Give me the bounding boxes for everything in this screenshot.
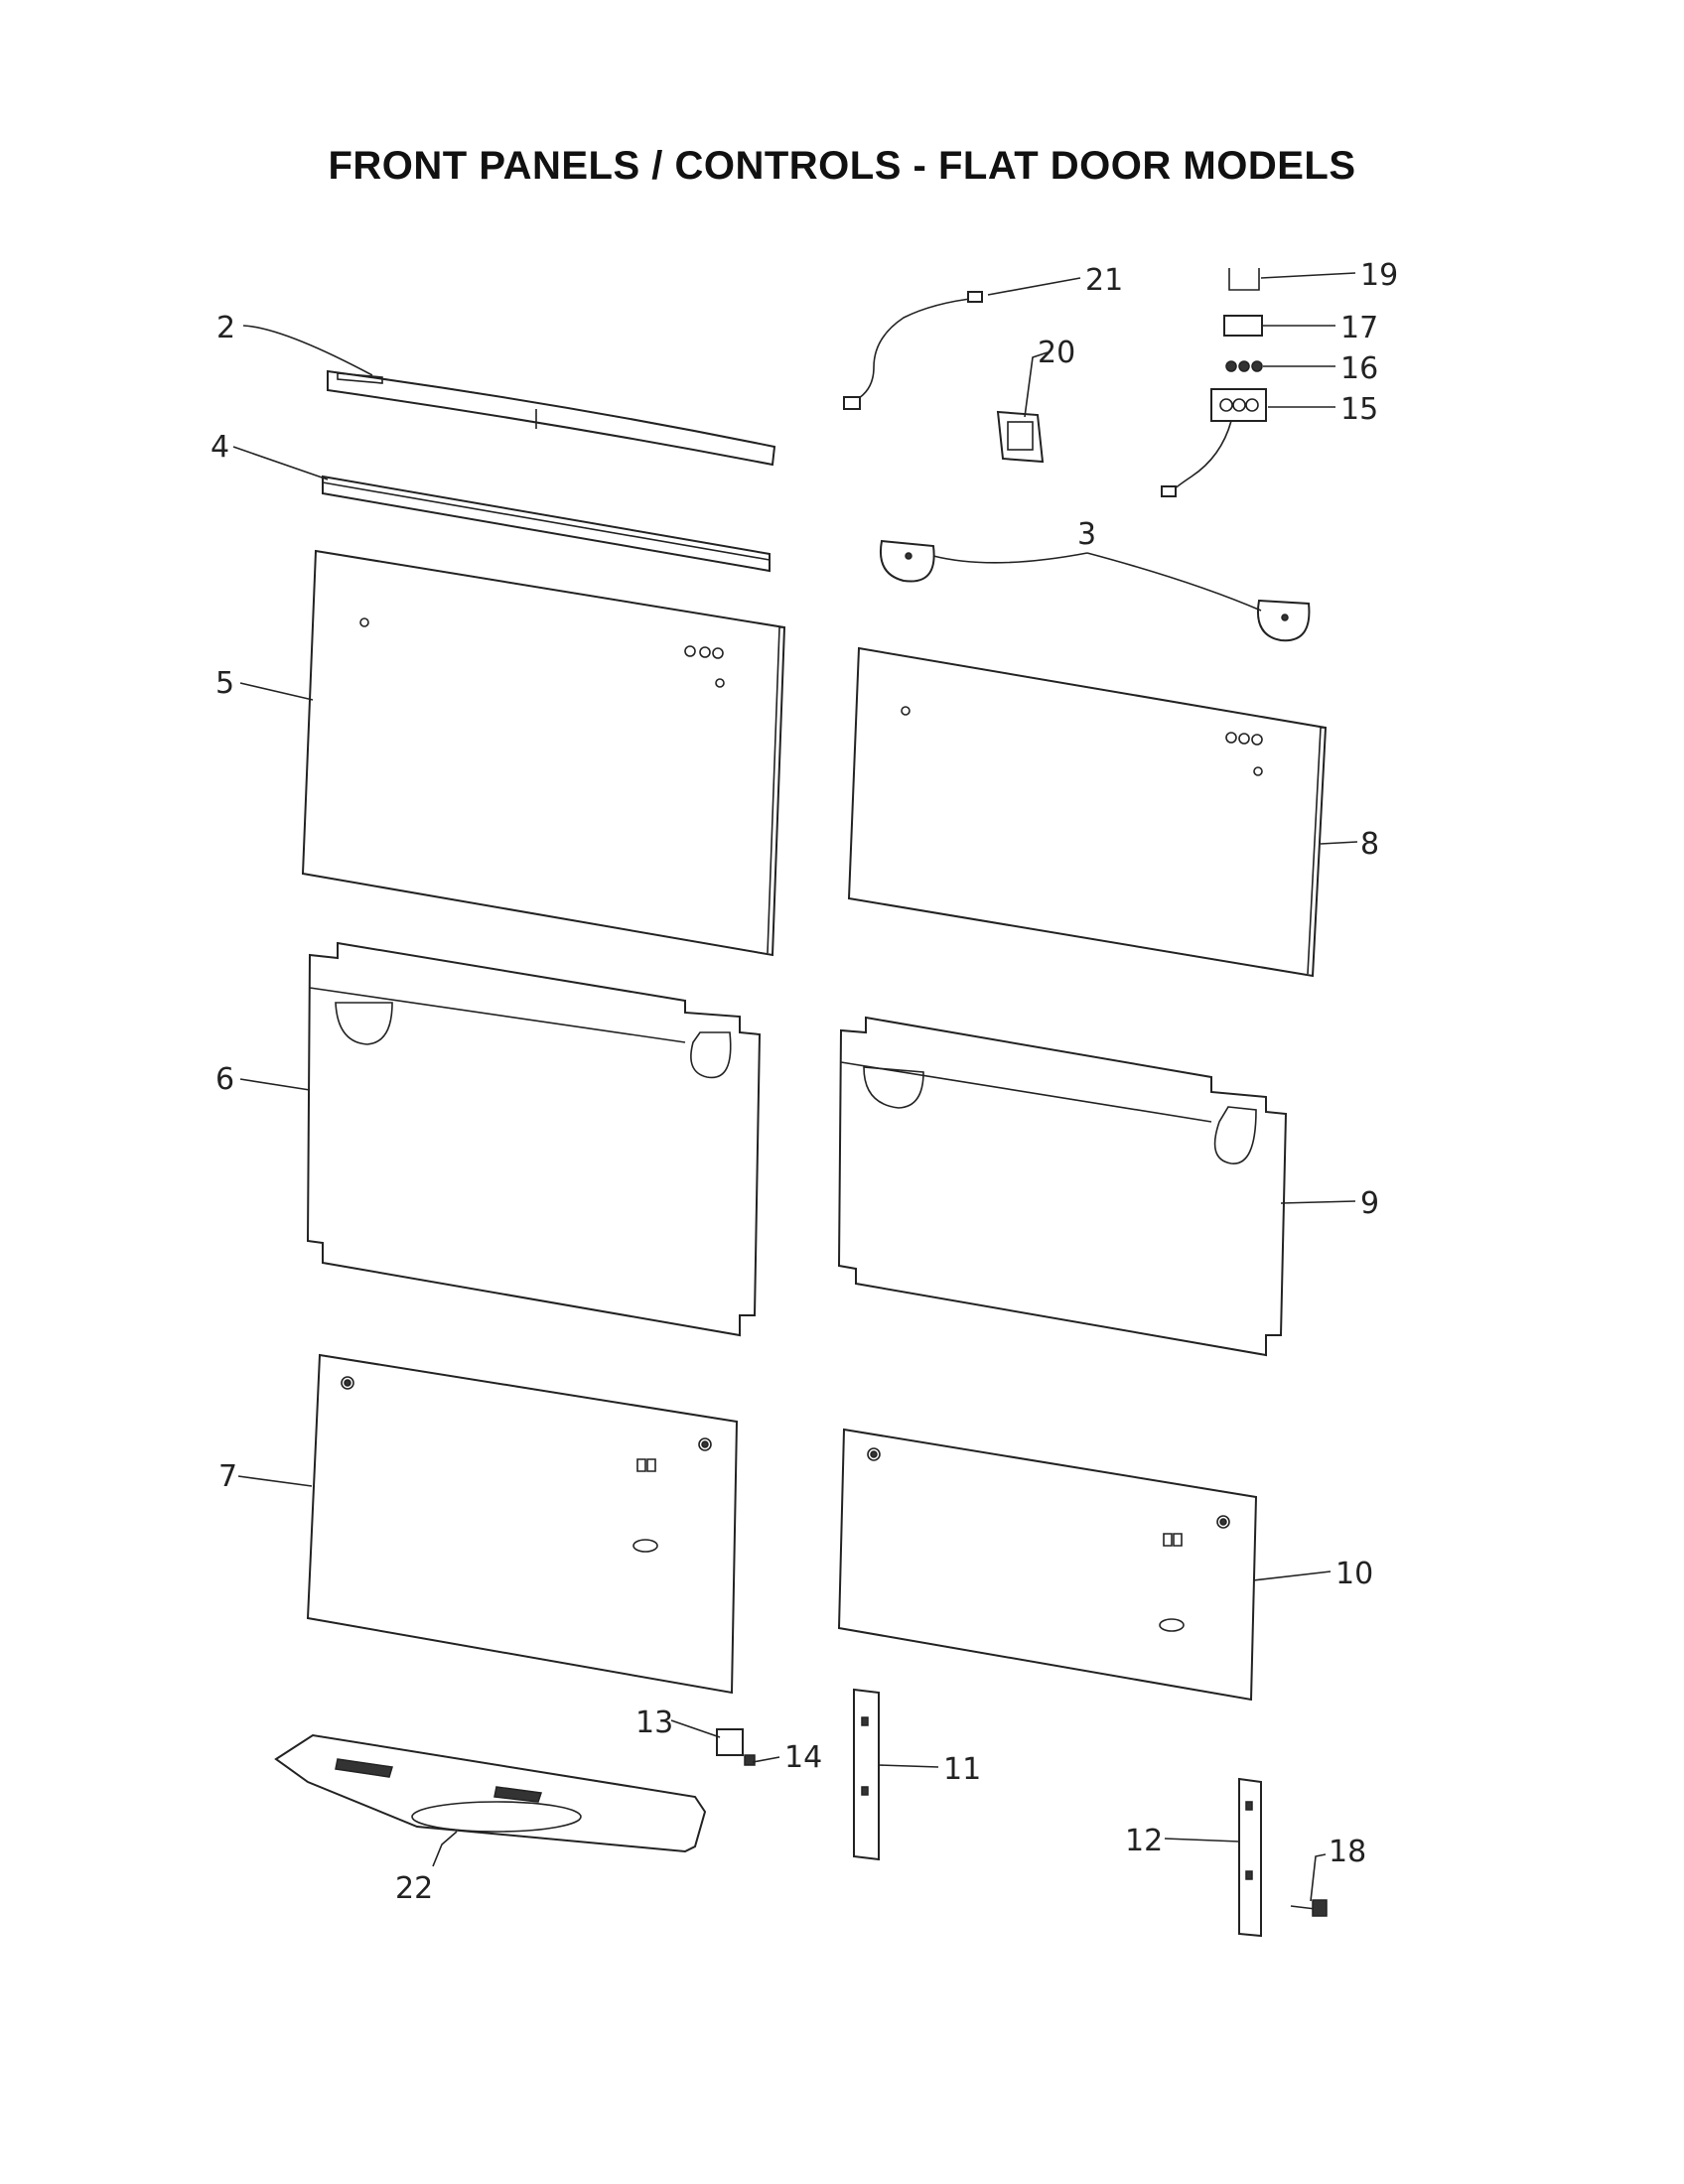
callout-15: 15	[1340, 392, 1378, 427]
part-18-screw[interactable]	[1290, 1899, 1328, 1917]
callout-9: 9	[1360, 1186, 1379, 1221]
part-13-clip[interactable]	[716, 1728, 744, 1756]
part-20-switch[interactable]	[996, 410, 1045, 464]
callout-17: 17	[1340, 311, 1378, 345]
part-5-left-outer-panel[interactable]	[301, 549, 786, 957]
callout-6: 6	[215, 1062, 234, 1097]
part-12-hinge-bracket[interactable]	[1238, 1777, 1262, 1938]
page-title: FRONT PANELS / CONTROLS - FLAT DOOR MODE…	[328, 144, 1356, 188]
callout-8: 8	[1360, 827, 1379, 862]
leader-lines	[232, 272, 1358, 1902]
part-14-screw[interactable]	[744, 1754, 756, 1766]
callout-18: 18	[1329, 1835, 1366, 1869]
part-8-right-outer-panel[interactable]	[847, 646, 1328, 978]
callout-4: 4	[210, 430, 229, 465]
part-19-bracket[interactable]	[1228, 268, 1260, 291]
callout-14: 14	[784, 1740, 822, 1775]
part-22-bottom-handle[interactable]	[274, 1733, 707, 1853]
callout-20: 20	[1038, 336, 1075, 370]
part-9-right-insulation[interactable]	[837, 1016, 1288, 1357]
part-21-wire-harness[interactable]	[851, 297, 979, 403]
part-4-trim-strip[interactable]	[322, 475, 771, 573]
part-10-right-inner-panel[interactable]	[837, 1428, 1258, 1702]
part-21-connector-a	[967, 291, 983, 303]
callout-19: 19	[1360, 258, 1398, 293]
part-6-left-insulation[interactable]	[306, 941, 762, 1337]
part-2-top-trim[interactable]	[327, 369, 776, 467]
part-16-buttons[interactable]	[1225, 360, 1263, 372]
part-3-end-caps[interactable]	[880, 539, 1311, 642]
callout-2: 2	[216, 311, 235, 345]
callout-13: 13	[635, 1706, 673, 1740]
callout-16: 16	[1340, 351, 1378, 386]
part-7-left-inner-panel[interactable]	[306, 1353, 739, 1695]
part-11-hinge-bracket[interactable]	[853, 1688, 880, 1861]
callout-7: 7	[218, 1459, 237, 1494]
callout-11: 11	[943, 1752, 981, 1787]
callout-21: 21	[1085, 263, 1123, 298]
callout-12: 12	[1125, 1824, 1163, 1858]
callout-10: 10	[1335, 1557, 1373, 1591]
callout-22: 22	[395, 1871, 433, 1906]
part-17-control-board[interactable]	[1223, 315, 1263, 337]
callout-3: 3	[1077, 517, 1096, 552]
part-21-connector-b	[843, 396, 861, 410]
callout-5: 5	[215, 666, 234, 701]
part-15-control-module[interactable]	[1161, 388, 1267, 497]
